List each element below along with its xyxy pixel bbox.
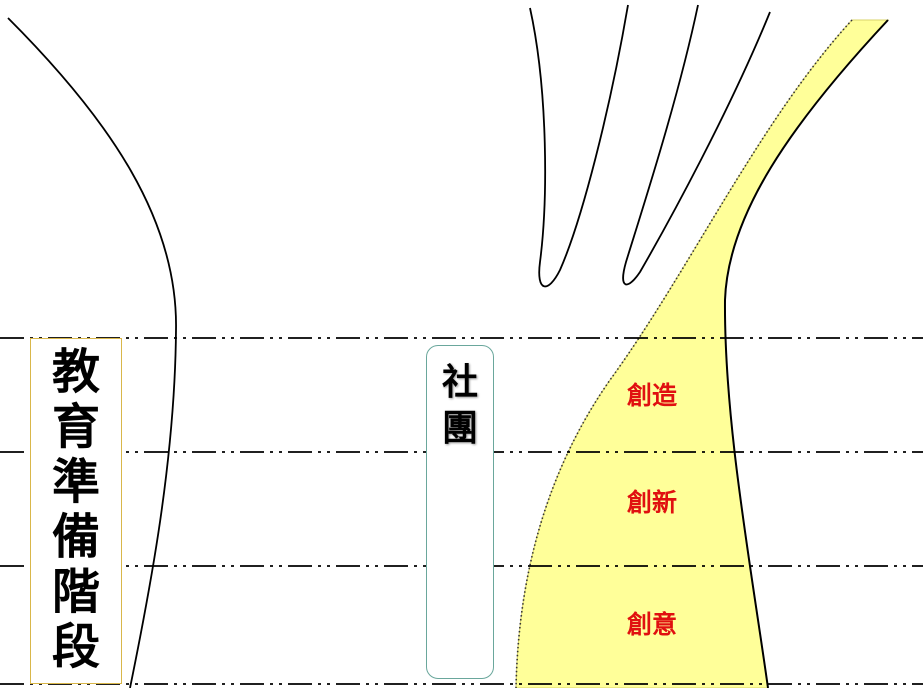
club-label: 社 團	[441, 362, 478, 449]
education-stage-label: 教 育 準 備 階 段	[51, 344, 100, 675]
zone-label-create: 創造	[626, 381, 677, 410]
education-stage-box: 教 育 準 備 階 段	[30, 338, 122, 684]
zone-label-innovate: 創新	[626, 488, 677, 517]
club-box: 社 團	[426, 345, 494, 679]
yellow-funnel-shape	[515, 19, 890, 688]
funnel-right-edge	[723, 19, 889, 688]
top-u-curve-left	[529, 4, 629, 288]
zone-label-idea: 創意	[626, 610, 677, 639]
top-u-curve-right	[622, 4, 771, 286]
funnel-dotted-edge	[515, 19, 853, 688]
left-curve	[7, 17, 177, 688]
